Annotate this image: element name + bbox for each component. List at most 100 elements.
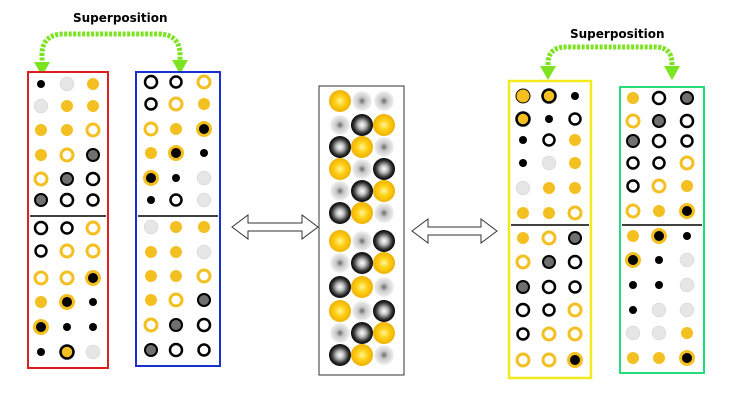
panel-center xyxy=(318,85,405,376)
panel-left-a xyxy=(27,71,109,369)
panel-left-b xyxy=(135,71,221,367)
small-black-dot xyxy=(683,232,691,240)
gold-dot xyxy=(145,294,157,306)
gold-sphere xyxy=(373,322,395,344)
gray-ring xyxy=(652,114,666,128)
white-black-ring xyxy=(86,193,100,207)
small-black-dot xyxy=(200,149,208,157)
gold-ring xyxy=(196,268,212,284)
gold-sphere xyxy=(329,230,351,252)
white-black-ring xyxy=(626,156,640,170)
white-black-ring xyxy=(516,327,530,341)
gold-black-dot xyxy=(625,252,641,268)
white-black-ring xyxy=(626,179,640,193)
gray-ring xyxy=(542,255,556,269)
small-black-dot xyxy=(545,115,553,123)
dark-sphere xyxy=(373,230,395,252)
gold-dot xyxy=(681,180,693,192)
gold-dot xyxy=(35,296,47,308)
gold-ring xyxy=(85,243,101,259)
gold-black-dot xyxy=(567,352,583,368)
gray-ring xyxy=(626,134,640,148)
small-black-dot xyxy=(63,323,71,331)
silver-sphere xyxy=(330,115,350,135)
gold-sphere xyxy=(351,202,373,224)
light-gray-dot xyxy=(196,244,212,260)
gray-ring xyxy=(516,280,530,294)
gold-black-dot xyxy=(196,121,212,137)
silver-sphere xyxy=(374,345,394,365)
black-ring xyxy=(143,74,159,90)
light-gray-dot xyxy=(59,76,75,92)
light-gray-dot xyxy=(679,302,695,318)
gold-sphere xyxy=(373,114,395,136)
gold-ring xyxy=(85,220,101,236)
silver-sphere xyxy=(330,181,350,201)
black-ring xyxy=(515,302,531,318)
gold-ring xyxy=(168,96,184,112)
gold-dot xyxy=(145,246,157,258)
light-gray-dot xyxy=(85,344,101,360)
white-black-ring xyxy=(169,75,183,89)
light-gray-dot xyxy=(515,180,531,196)
gold-dot xyxy=(569,157,581,169)
gold-black-dot xyxy=(679,350,695,366)
gold-ring xyxy=(143,121,159,137)
gold-ring xyxy=(143,317,159,333)
panel-right-a xyxy=(507,79,593,380)
gold-ring xyxy=(515,254,531,270)
gold-dot xyxy=(681,327,693,339)
gray-ring xyxy=(60,172,74,186)
gray-ring xyxy=(34,193,48,207)
gold-ring xyxy=(59,243,75,259)
gold-ring xyxy=(33,270,49,286)
white-black-ring xyxy=(542,303,556,317)
small-black-dot xyxy=(37,80,45,88)
superposition-label-right: Superposition xyxy=(570,27,665,41)
white-black-ring xyxy=(197,343,211,357)
dark-sphere xyxy=(329,202,351,224)
small-black-dot xyxy=(629,281,637,289)
gold-sphere xyxy=(329,90,351,112)
light-gray-dot xyxy=(651,325,667,341)
white-black-ring xyxy=(34,244,48,258)
gold-ring xyxy=(567,205,583,221)
black-ring xyxy=(541,279,557,295)
gold-dot xyxy=(627,92,639,104)
silver-sphere xyxy=(330,323,350,343)
silver-sphere xyxy=(330,253,350,273)
gray-ring xyxy=(144,343,158,357)
gold-sphere xyxy=(351,136,373,158)
gold-sphere xyxy=(351,344,373,366)
gold-dot xyxy=(653,352,665,364)
gold-sphere xyxy=(329,300,351,322)
gold-dot xyxy=(543,207,555,219)
gold-ring xyxy=(625,203,641,219)
gold-ring xyxy=(651,178,667,194)
small-black-dot xyxy=(571,92,579,100)
gray-ring xyxy=(680,91,694,105)
dark-sphere xyxy=(351,252,373,274)
small-black-dot xyxy=(655,281,663,289)
gold-ring xyxy=(196,74,212,90)
gold-ring xyxy=(625,113,641,129)
black-ring xyxy=(33,220,49,236)
gold-dot xyxy=(543,182,555,194)
gold-black-dot xyxy=(85,270,101,286)
gold-dot xyxy=(170,270,182,282)
light-gray-dot xyxy=(143,219,159,235)
white-black-ring xyxy=(568,280,582,294)
gold-ring xyxy=(515,352,531,368)
small-black-dot xyxy=(89,323,97,331)
gold-ring xyxy=(59,147,75,163)
silver-sphere xyxy=(374,203,394,223)
black-ring xyxy=(196,317,212,333)
silver-sphere xyxy=(352,159,372,179)
superposition-label-left: Superposition xyxy=(73,11,168,25)
small-black-dot xyxy=(147,196,155,204)
black-gold-dot xyxy=(59,344,75,360)
gold-dot xyxy=(35,124,47,136)
gold-dot xyxy=(627,230,639,242)
gold-dot xyxy=(627,352,639,364)
gold-dot xyxy=(653,205,665,217)
